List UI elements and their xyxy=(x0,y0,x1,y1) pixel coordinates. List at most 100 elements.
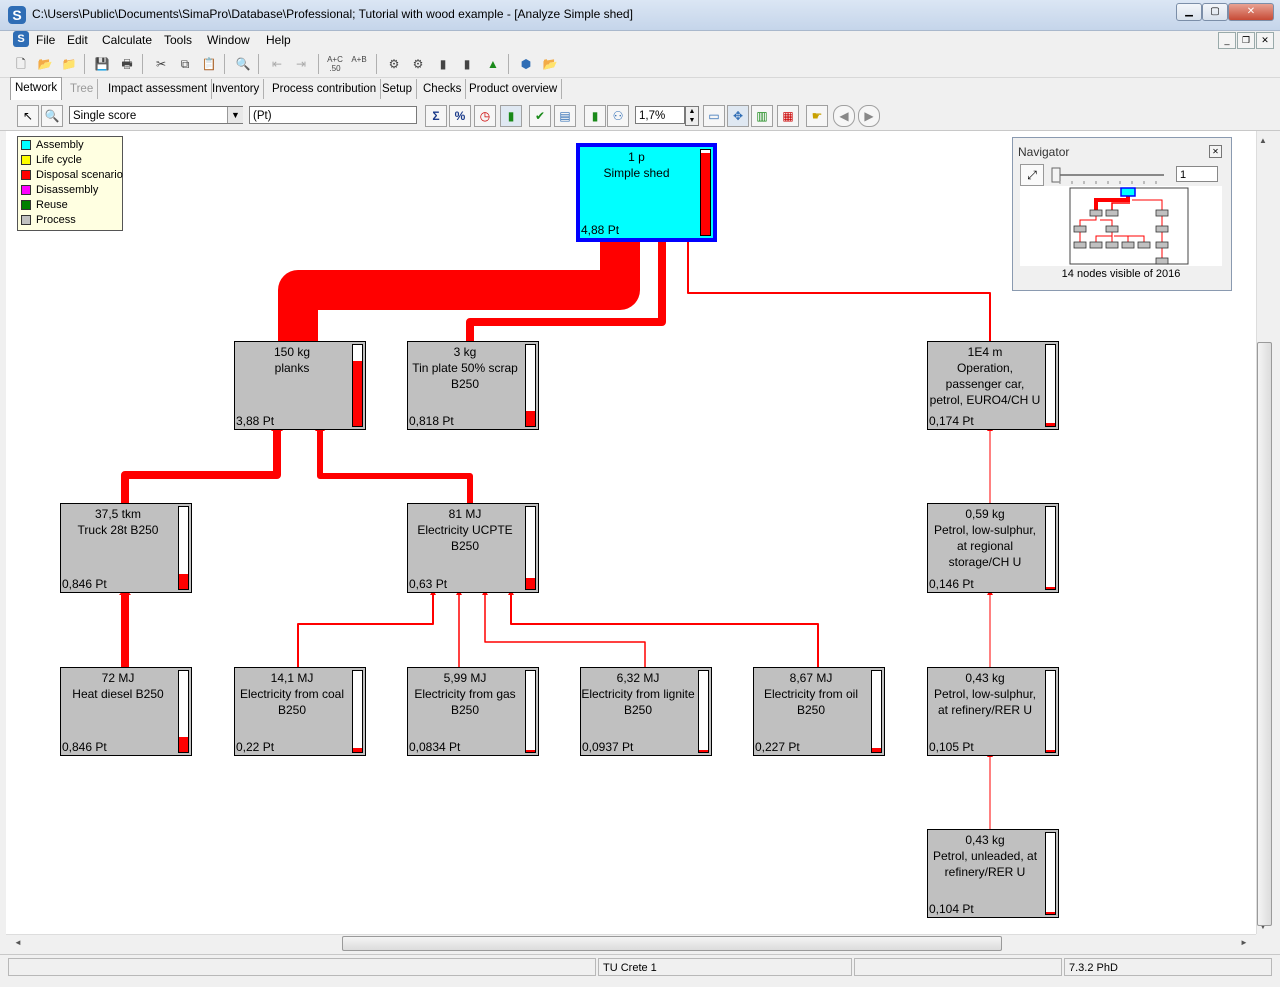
network-icon[interactable]: ⚙ xyxy=(388,57,400,71)
thermometer-icon[interactable]: ▮ xyxy=(500,105,522,127)
node-quantity: 5,99 MJ xyxy=(443,671,487,685)
tab-network[interactable]: Network xyxy=(10,77,63,100)
app-logo-icon[interactable]: S xyxy=(8,6,26,24)
monte-carlo-icon[interactable]: ▲ xyxy=(487,57,499,71)
process-tree-icon[interactable]: ⚙ xyxy=(412,57,424,71)
tab-process-contribution[interactable]: Process contribution xyxy=(268,79,382,99)
node-simple-shed[interactable]: 1 p Simple shed 4,88 Pt xyxy=(576,143,717,242)
tree-layout-icon[interactable]: ⚇ xyxy=(607,105,629,127)
score-bar-fill xyxy=(701,152,710,235)
scroll-right-icon[interactable]: ► xyxy=(1240,938,1248,947)
node-name: Electricity from gas B250 xyxy=(414,687,516,717)
node-heat-diesel[interactable]: 72 MJ Heat diesel B250 0,846 Pt xyxy=(60,667,192,756)
paste-icon[interactable]: 📋 xyxy=(201,57,217,71)
open-project-icon[interactable]: 📁 xyxy=(61,57,77,71)
menu-window[interactable]: Window xyxy=(207,33,250,47)
cut-icon[interactable]: ✂ xyxy=(155,57,167,71)
node-operation-passenger-car[interactable]: 1E4 m Operation, passenger car, petrol, … xyxy=(927,341,1059,430)
print-icon[interactable]: 🖶 xyxy=(121,57,133,71)
maximize-icon[interactable]: ▢ xyxy=(1202,3,1228,21)
clock-icon[interactable]: ◷ xyxy=(474,105,496,127)
new-file-icon[interactable]: 🗋 xyxy=(16,57,26,71)
child-restore-icon[interactable]: ❐ xyxy=(1237,32,1255,49)
find-icon[interactable]: 🔍 xyxy=(235,57,251,71)
bar-chart-icon[interactable]: ▮ xyxy=(439,57,447,71)
move-icon[interactable]: ✥ xyxy=(727,105,749,127)
tab-inventory[interactable]: Inventory xyxy=(208,79,265,99)
save-icon[interactable]: 💾 xyxy=(94,57,110,71)
chart-icon[interactable]: ▤ xyxy=(554,105,576,127)
node-name: Electricity from coal B250 xyxy=(239,687,345,717)
unit-field[interactable]: (Pt) xyxy=(249,106,417,124)
node-electricity-lignite[interactable]: 6,32 MJ Electricity from lignite B250 0,… xyxy=(580,667,712,756)
compare-icon[interactable]: A+B xyxy=(351,55,367,64)
tab-tree[interactable]: Tree xyxy=(66,79,99,99)
tab-setup[interactable]: Setup xyxy=(378,79,418,99)
node-electricity-oil[interactable]: 8,67 MJ Electricity from oil B250 0,227 … xyxy=(753,667,885,756)
node-petrol-regional-storage[interactable]: 0,59 kg Petrol, low-sulphur, at regional… xyxy=(927,503,1059,593)
delete-line-icon[interactable]: ⇥ xyxy=(295,57,307,71)
node-name: Petrol, low-sulphur, at regional storage… xyxy=(933,523,1037,569)
forward-arrow-icon[interactable]: ▶ xyxy=(858,105,880,127)
document-icon[interactable]: S xyxy=(13,31,29,47)
legend-label: Disassembly xyxy=(36,184,99,196)
scroll-left-icon[interactable]: ◄ xyxy=(14,938,22,947)
menu-edit[interactable]: Edit xyxy=(67,33,88,47)
hand-pointer-icon[interactable]: ☛ xyxy=(806,105,828,127)
minimize-icon[interactable]: ▁ xyxy=(1176,3,1202,21)
navigator-preview[interactable] xyxy=(1020,186,1222,266)
sum-icon[interactable]: Σ xyxy=(425,105,447,127)
node-electricity-coal[interactable]: 14,1 MJ Electricity from coal B250 0,22 … xyxy=(234,667,366,756)
tab-impact-assessment[interactable]: Impact assessment xyxy=(104,79,213,99)
fit-to-window-icon[interactable]: ⤢ xyxy=(1020,164,1044,186)
cutoff-stepper[interactable]: ▲▼ xyxy=(685,106,699,126)
menu-help[interactable]: Help xyxy=(266,33,291,47)
scroll-up-icon[interactable]: ▲ xyxy=(1259,136,1267,145)
toolbar-separator xyxy=(508,54,509,74)
columns-icon[interactable]: ▥ xyxy=(751,105,773,127)
window-icon[interactable]: ▭ xyxy=(703,105,725,127)
scroll-down-icon[interactable]: ▼ xyxy=(1259,922,1267,931)
open-folder-icon[interactable]: 📂 xyxy=(37,57,53,71)
node-planks[interactable]: 150 kg planks 3,88 Pt xyxy=(234,341,366,430)
pointer-icon[interactable]: ↖ xyxy=(17,105,39,127)
close-icon[interactable]: ✕ xyxy=(1228,3,1274,21)
calculate-icon[interactable]: A+C.50 xyxy=(327,55,343,73)
node-electricity-gas[interactable]: 5,99 MJ Electricity from gas B250 0,0834… xyxy=(407,667,539,756)
navigator-zoom-slider[interactable] xyxy=(1050,166,1168,184)
child-close-icon[interactable]: ✕ xyxy=(1256,32,1274,49)
tab-product-overview[interactable]: Product overview xyxy=(465,79,563,99)
copy-icon[interactable]: ⧉ xyxy=(180,57,190,71)
node-truck[interactable]: 37,5 tkm Truck 28t B250 0,846 Pt xyxy=(60,503,192,593)
score-type-select[interactable]: Single score xyxy=(69,106,243,124)
node-tin-plate[interactable]: 3 kg Tin plate 50% scrap B250 0,818 Pt xyxy=(407,341,539,430)
insert-line-icon[interactable]: ⇤ xyxy=(271,57,283,71)
navigator-zoom-input[interactable]: 1 xyxy=(1176,166,1218,182)
child-minimize-icon[interactable]: _ xyxy=(1218,32,1236,49)
node-quantity: 72 MJ xyxy=(101,671,135,685)
close-icon[interactable]: ✕ xyxy=(1209,145,1222,158)
vertical-scroll-thumb[interactable] xyxy=(1257,342,1272,926)
tab-checks[interactable]: Checks xyxy=(419,79,467,99)
grid-icon[interactable]: ▦ xyxy=(777,105,799,127)
score-bar xyxy=(352,670,363,753)
node-petrol-unleaded[interactable]: 0,43 kg Petrol, unleaded, at refinery/RE… xyxy=(927,829,1059,918)
node-petrol-refinery[interactable]: 0,43 kg Petrol, low-sulphur, at refinery… xyxy=(927,667,1059,756)
menu-calculate[interactable]: Calculate xyxy=(102,33,153,47)
cutoff-input[interactable]: 1,7% xyxy=(635,106,685,124)
back-arrow-icon[interactable]: ◀ xyxy=(833,105,855,127)
menu-tools[interactable]: Tools xyxy=(164,33,193,47)
globe-icon[interactable]: ⬢ xyxy=(520,57,532,71)
check-icon[interactable]: ✔ xyxy=(529,105,551,127)
node-score: 0,0834 Pt xyxy=(409,740,461,754)
node-electricity-ucpte[interactable]: 81 MJ Electricity UCPTE B250 0,63 Pt xyxy=(407,503,539,593)
zoom-icon[interactable]: 🔍 xyxy=(41,105,63,127)
score-bar-fill xyxy=(872,747,881,752)
chevron-down-icon[interactable]: ▼ xyxy=(227,107,243,123)
horizontal-scroll-thumb[interactable] xyxy=(342,936,1002,951)
library-icon[interactable]: 📂 xyxy=(542,57,558,71)
stacked-chart-icon[interactable]: ▮ xyxy=(463,57,471,71)
percent-icon[interactable]: % xyxy=(449,105,471,127)
menu-file[interactable]: File xyxy=(36,33,56,47)
bars-icon[interactable]: ▮ xyxy=(584,105,606,127)
